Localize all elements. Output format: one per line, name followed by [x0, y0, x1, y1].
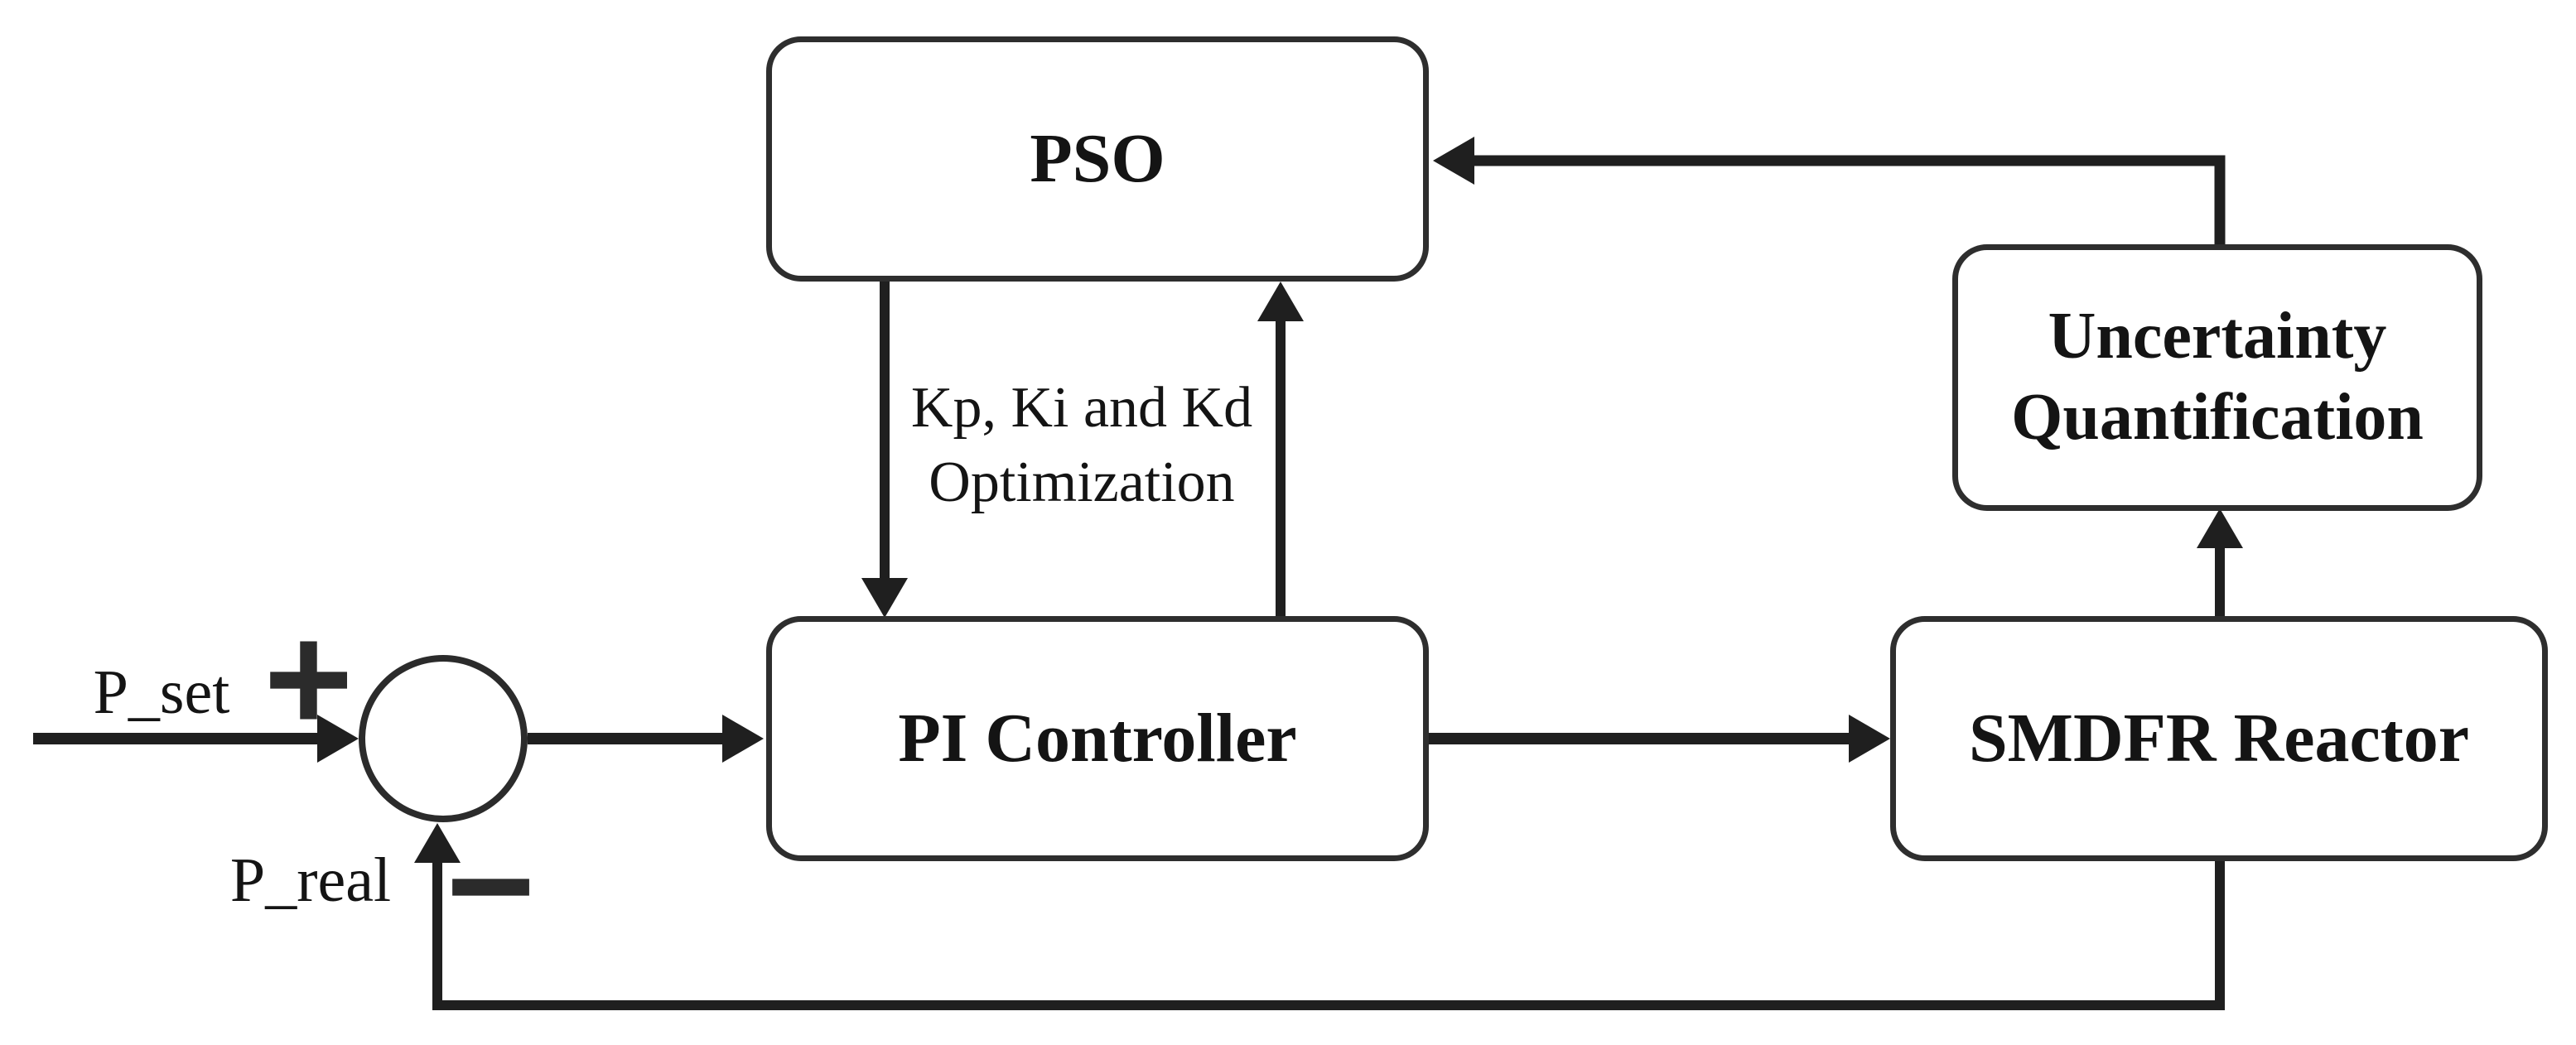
- summing-junction: [359, 655, 528, 822]
- minus-icon: −: [446, 801, 536, 971]
- uncertainty-quantification-label-line2: Quantification: [2011, 381, 2424, 454]
- p-set-label: P_set: [93, 657, 230, 727]
- uncertainty-quantification-block: Uncertainty Quantification: [1952, 244, 2482, 511]
- arrow-pso-to-pi: [861, 280, 908, 618]
- arrow-uq-to-pso: [1433, 137, 2226, 246]
- pso-block: PSO: [766, 36, 1429, 282]
- arrow-feedback-smdfr-to-summing: [414, 823, 2225, 1010]
- kp-ki-kd-optimization-label: Kp, Ki and Kd Optimization: [900, 371, 1264, 520]
- pi-controller-block: PI Controller: [766, 616, 1429, 861]
- kp-ki-kd-optimization-line1: Kp, Ki and Kd: [910, 376, 1253, 440]
- pso-label: PSO: [1030, 119, 1165, 197]
- smdfr-reactor-label: SMDFR Reactor: [1968, 699, 2470, 777]
- arrow-smdfr-to-uq: [2197, 508, 2243, 616]
- arrow-pset-to-summing: [33, 715, 359, 763]
- kp-ki-kd-optimization-line2: Optimization: [929, 450, 1235, 514]
- uncertainty-quantification-label-line1: Uncertainty: [2048, 300, 2387, 373]
- p-real-label: P_real: [229, 845, 392, 915]
- pi-controller-label: PI Controller: [898, 699, 1297, 777]
- plus-icon: +: [263, 594, 354, 764]
- arrow-pi-to-pso: [1257, 282, 1304, 616]
- arrow-summing-to-pi: [528, 715, 764, 763]
- arrow-pi-to-smdfr: [1426, 715, 1890, 763]
- smdfr-reactor-block: SMDFR Reactor: [1890, 616, 2548, 861]
